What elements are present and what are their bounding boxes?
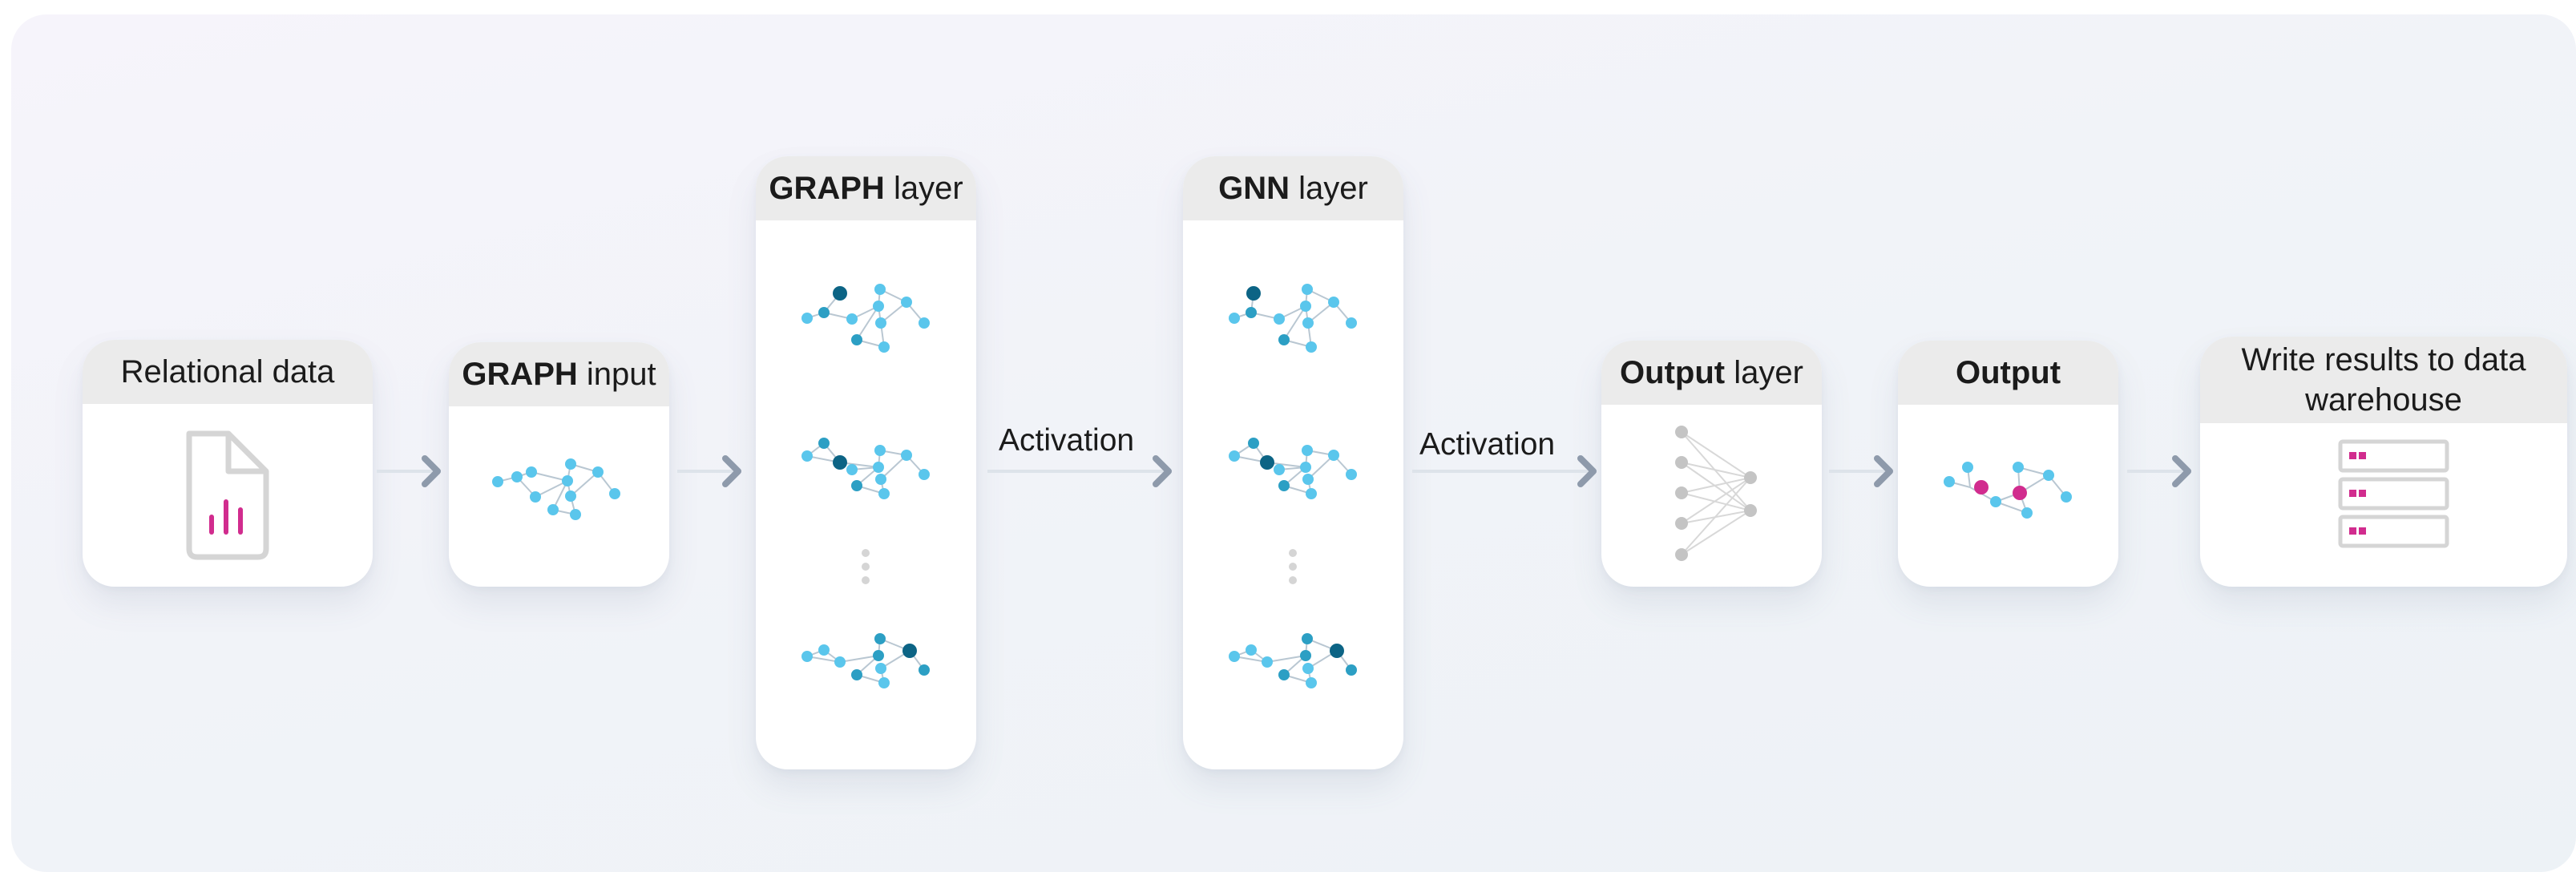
graph-output-icon: [1944, 462, 2072, 519]
document-chart-icon: [186, 430, 269, 560]
output-card: Output: [1898, 341, 2118, 587]
card-header: Output layer: [1601, 341, 1822, 405]
graph-icon: [1229, 284, 1357, 353]
arrow-right-icon: [677, 455, 741, 487]
card-header: GRAPH input: [449, 342, 669, 406]
card-title: Relational data: [120, 354, 335, 390]
graph-icon: [492, 458, 620, 520]
ellipsis-dots: [1289, 549, 1297, 584]
card-header: Write results to data warehouse: [2200, 337, 2567, 423]
graph-layer-graphs: [801, 284, 930, 688]
card-title-rest: layer: [1734, 355, 1803, 390]
activation-label: Activation: [999, 423, 1135, 458]
card-header: GRAPH layer: [756, 156, 976, 220]
neural-network-icon: [1675, 426, 1757, 561]
card-title: Write results to data warehouse: [2241, 342, 2526, 418]
arrow-right-icon: [987, 455, 1172, 487]
arrow-right-icon: [377, 455, 441, 487]
relational-data-card: Relational data: [83, 340, 373, 587]
graph-icon: [801, 284, 930, 353]
card-title-bold: GRAPH: [462, 357, 578, 392]
write-results-card: Write results to data warehouse: [2200, 337, 2567, 587]
graph-icon: [1229, 438, 1357, 499]
output-layer-card: Output layer: [1601, 341, 1822, 587]
activation-label: Activation: [1419, 427, 1556, 462]
graph-icon: [1229, 633, 1357, 688]
arrow-right-icon: [1412, 455, 1597, 487]
graph-layer-card: GRAPH layer: [756, 156, 976, 769]
server-rack-icon: [2338, 439, 2449, 548]
card-title: Output: [1955, 355, 2061, 390]
graph-input-card: GRAPH input: [449, 342, 669, 587]
card-header: Relational data: [83, 340, 373, 404]
graph-icon: [801, 438, 930, 499]
card-title-rest: input: [586, 357, 656, 392]
arrow-right-icon: [1829, 455, 1893, 487]
card-title-rest: layer: [1298, 171, 1368, 206]
gnn-layer-card: GNN layer: [1183, 156, 1403, 769]
card-header: GNN layer: [1183, 156, 1403, 220]
card-title-bold: Output: [1620, 355, 1726, 390]
ellipsis-dots: [862, 549, 870, 584]
card-title-bold: GRAPH: [769, 171, 885, 206]
card-title-bold: GNN: [1218, 171, 1290, 206]
card-header: Output: [1898, 341, 2118, 405]
arrow-right-icon: [2127, 455, 2191, 487]
card-title-rest: layer: [893, 171, 963, 206]
graph-icon: [801, 633, 930, 688]
gnn-layer-graphs: [1229, 284, 1357, 688]
